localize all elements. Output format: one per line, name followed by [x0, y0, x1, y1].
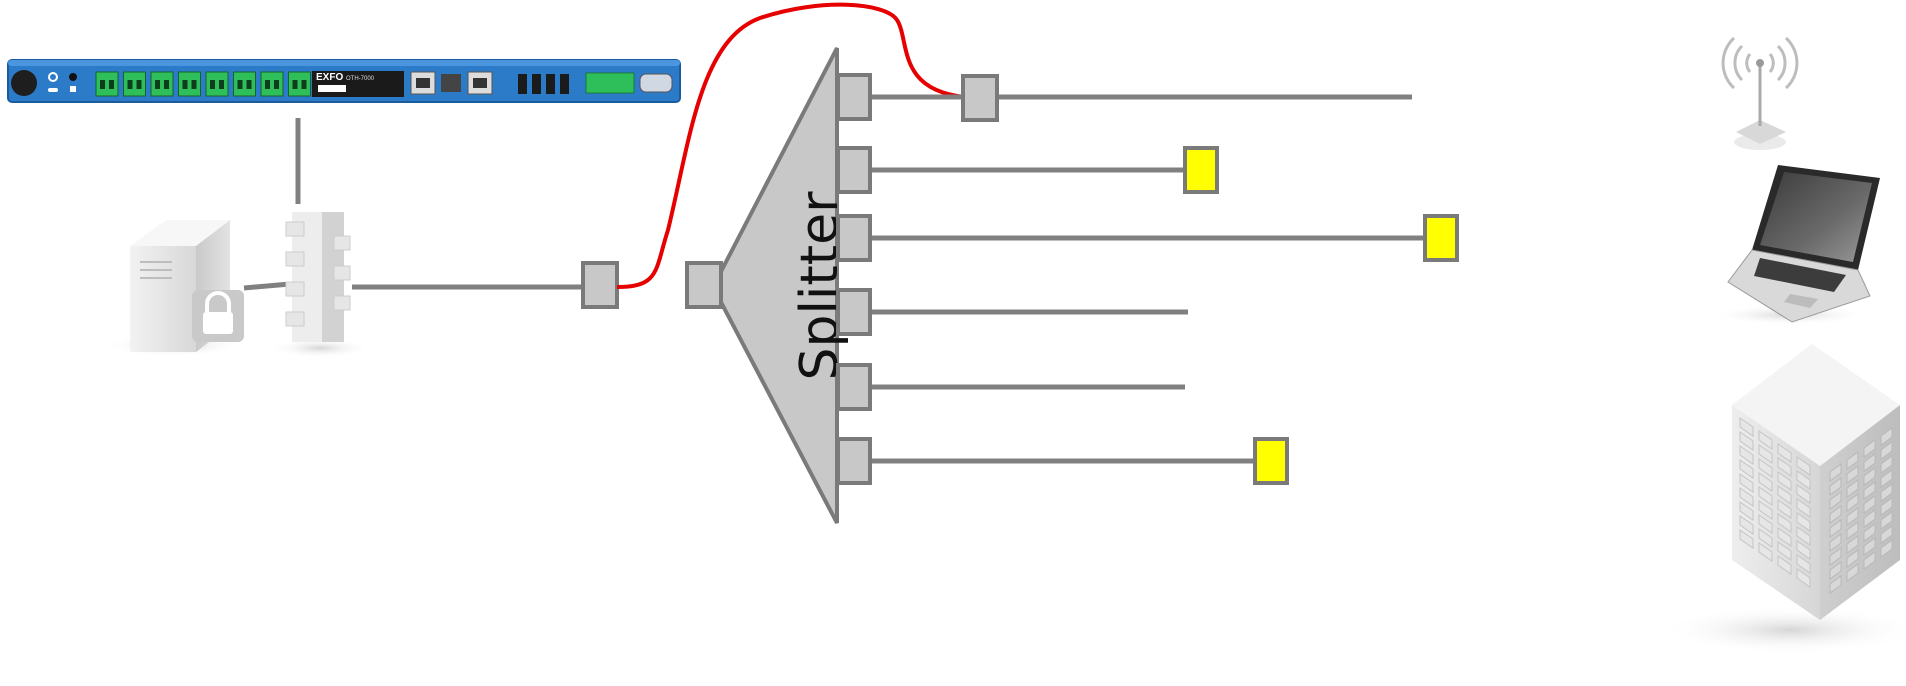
power-knob-icon [11, 70, 37, 96]
device-label-panel [312, 71, 404, 97]
splitter-output-port [836, 363, 872, 411]
exfo-rack-device: EXFO OTH-7000 [7, 59, 681, 103]
fiber-port [260, 71, 284, 97]
laptop-icon [1710, 165, 1880, 325]
splitter-output-port [836, 146, 872, 194]
server-to-firewall-line [243, 281, 291, 291]
fiber-port [178, 71, 201, 97]
device-brand: EXFO [316, 72, 343, 83]
splitter-output-port [836, 288, 872, 336]
connector-plug-icon [639, 73, 673, 93]
fiber-port [205, 71, 229, 97]
feeder-connector [581, 261, 619, 309]
terminal-endpoint [1253, 437, 1289, 485]
drop-connector [961, 74, 999, 122]
usb-ports-icon [518, 74, 569, 94]
fiber-port [95, 71, 119, 97]
terminal-block-icon [585, 72, 635, 94]
splitter-input-port [685, 261, 723, 309]
lock-icon [192, 290, 244, 342]
fiber-port [150, 71, 174, 97]
terminal-endpoint [1183, 146, 1219, 194]
fiber-port [233, 71, 256, 97]
office-building-icon [1660, 344, 1906, 654]
red-patch-fiber [616, 2, 966, 289]
splitter-outputs [836, 73, 1459, 485]
fiber-port [288, 71, 311, 97]
wireless-antenna-icon [1721, 36, 1799, 150]
status-leds [48, 72, 77, 92]
serial-sticker [318, 85, 346, 92]
splitter-output-port [836, 73, 872, 121]
firewall-icon [270, 212, 370, 358]
fiber-port-array [95, 71, 311, 97]
sfp-port-icon [441, 74, 461, 92]
fiber-port [123, 71, 146, 97]
device-model: OTH-7000 [346, 76, 375, 82]
terminal-endpoint [1423, 214, 1459, 262]
splitter-output-port [836, 214, 872, 262]
splitter-output-port [836, 437, 872, 485]
